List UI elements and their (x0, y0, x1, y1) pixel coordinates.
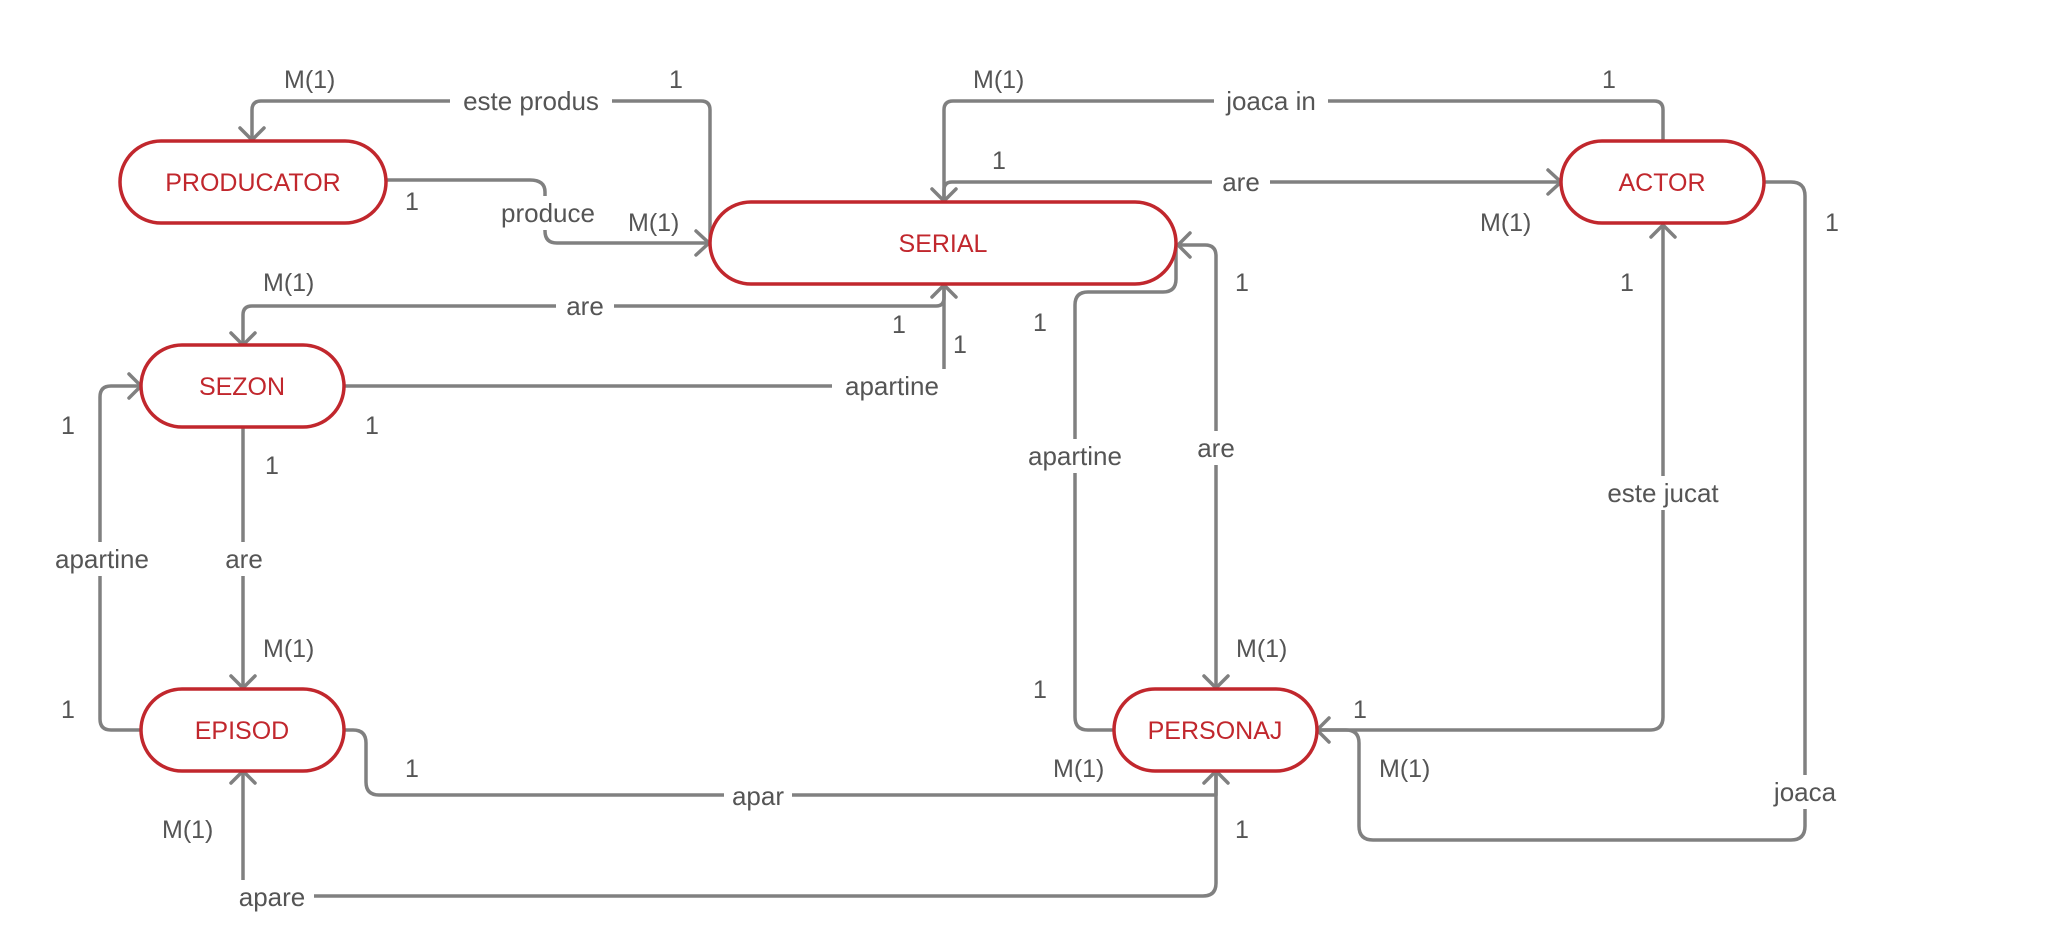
card-are-personaj-serial: 1 (1235, 269, 1249, 297)
card-are-sezon-serial: 1 (892, 311, 906, 339)
card-apartine-episod-sezon: 1 (61, 412, 75, 440)
card-joaca-personaj: M(1) (1379, 755, 1430, 783)
card-are-episod-episod: M(1) (263, 635, 314, 663)
card-are-actor-serial: 1 (992, 147, 1006, 175)
crow-are-personaj-serial (1175, 231, 1192, 259)
entity-sezon-label: SEZON (199, 373, 285, 401)
edge-are-actor (942, 180, 1563, 202)
edge-apartine-personaj (1073, 243, 1178, 732)
crow-este-jucat-actor (1649, 222, 1677, 239)
card-are-episod-sezon: 1 (265, 452, 279, 480)
card-apar-episod: 1 (405, 755, 419, 783)
entities: PRODUCATOR SERIAL ACTOR SEZON EPISOD PER… (118, 139, 1766, 773)
card-este-jucat-actor: 1 (1620, 269, 1634, 297)
label-are-personaj: are (1197, 433, 1235, 463)
entity-serial-label: SERIAL (899, 230, 988, 258)
edge-apar (342, 728, 1218, 797)
card-apartine-personaj-serial: 1 (1033, 309, 1047, 337)
card-produce-serial: M(1) (628, 209, 679, 237)
card-apartine-sezon-serial: 1 (953, 331, 967, 359)
label-este-jucat: este jucat (1607, 478, 1719, 508)
label-apartine-sezon: apartine (845, 371, 939, 401)
label-produce: produce (501, 198, 595, 228)
label-apare: apare (239, 882, 306, 912)
card-joaca-in-serial: M(1) (973, 66, 1024, 94)
label-joaca-in: joaca in (1225, 86, 1316, 116)
card-este-produs-serial: 1 (669, 66, 683, 94)
cardinality-labels: M(1) 1 1 M(1) M(1) 1 1 M(1) 1 M(1) 1 1 1… (61, 66, 1839, 844)
entity-episod-label: EPISOD (195, 717, 289, 745)
entity-personaj[interactable]: PERSONAJ (1112, 687, 1319, 773)
edge-este-jucat (1315, 223, 1665, 732)
entity-actor[interactable]: ACTOR (1559, 139, 1766, 225)
card-are-sezon-sezon: M(1) (263, 269, 314, 297)
edge-apare (241, 769, 1218, 898)
label-are-episod: are (225, 544, 263, 574)
label-apar: apar (732, 781, 784, 811)
card-este-jucat-personaj: 1 (1353, 696, 1367, 724)
card-apartine-episod-episod: 1 (61, 696, 75, 724)
entity-serial[interactable]: SERIAL (708, 200, 1178, 286)
label-are-sezon: are (566, 291, 604, 321)
card-are-actor-actor: M(1) (1480, 209, 1531, 237)
edge-joaca (1315, 180, 1807, 842)
card-apar-personaj: M(1) (1053, 755, 1104, 783)
label-este-produs: este produs (463, 86, 599, 116)
entity-sezon[interactable]: SEZON (139, 343, 346, 429)
label-apartine-personaj: apartine (1028, 441, 1122, 471)
card-apare-episod: M(1) (162, 816, 213, 844)
edge-are-personaj (1174, 243, 1218, 690)
entity-episod[interactable]: EPISOD (139, 687, 346, 773)
card-este-produs-producator: M(1) (284, 66, 335, 94)
label-apartine-episod: apartine (55, 544, 149, 574)
card-are-personaj-personaj: M(1) (1236, 635, 1287, 663)
entity-producator-label: PRODUCATOR (165, 169, 340, 197)
card-joaca-in-actor: 1 (1602, 66, 1616, 94)
card-apartine-sezon-sezon: 1 (365, 412, 379, 440)
card-apare-personaj: 1 (1235, 816, 1249, 844)
label-joaca: joaca (1773, 777, 1837, 807)
entity-actor-label: ACTOR (1618, 169, 1705, 197)
entity-producator[interactable]: PRODUCATOR (118, 139, 388, 225)
card-produce-producator: 1 (405, 188, 419, 216)
entity-personaj-label: PERSONAJ (1148, 717, 1283, 745)
label-are-actor: are (1222, 167, 1260, 197)
card-joaca-actor: 1 (1825, 209, 1839, 237)
relationship-labels: este produs produce joaca in are are apa… (42, 84, 1844, 914)
card-apartine-personaj-personaj: 1 (1033, 676, 1047, 704)
